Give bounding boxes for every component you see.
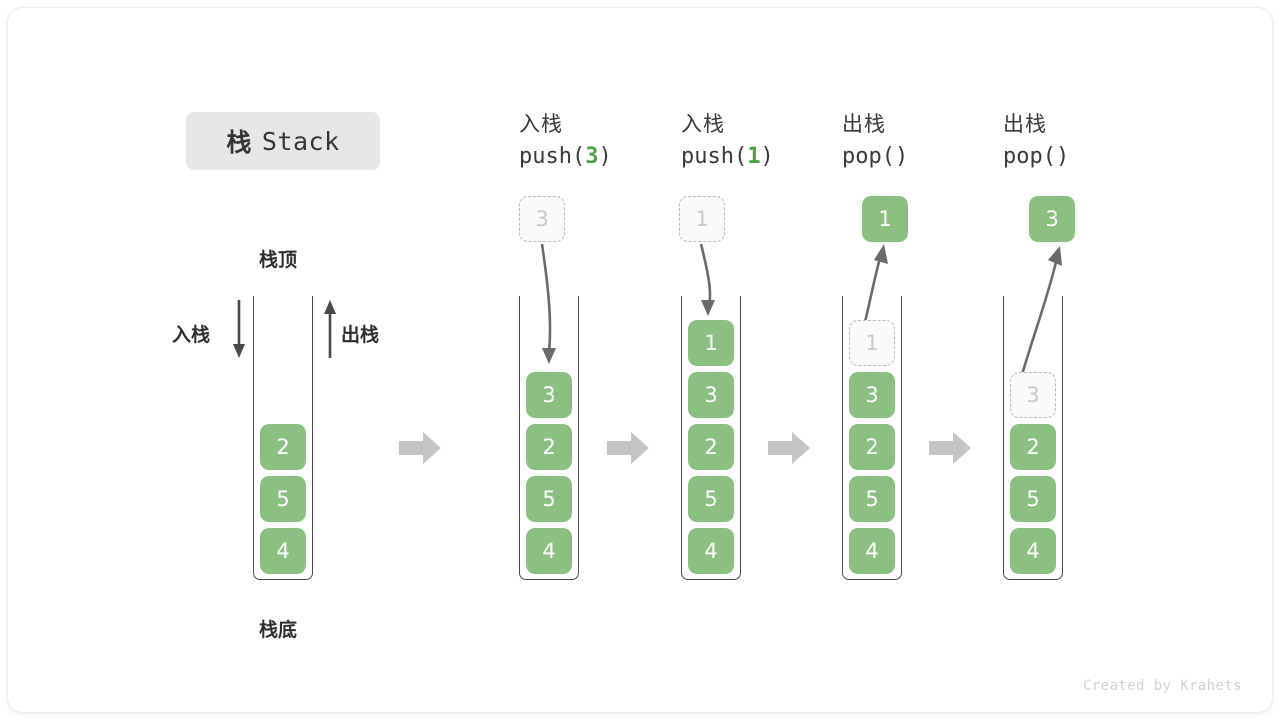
stack-container-pop-3 xyxy=(1003,296,1063,580)
stage-header-push-3: 入栈 push(3) xyxy=(519,108,679,169)
stack-cell-ghost: 3 xyxy=(1010,372,1056,418)
push-direction-arrow xyxy=(233,300,245,358)
stage-header-pop-3: 出栈 pop() xyxy=(1003,108,1163,169)
figure-title: 栈 Stack xyxy=(186,112,380,170)
stack-cell: 3 xyxy=(526,372,572,418)
stack-container-push-1 xyxy=(681,296,741,580)
stage-transition-arrow xyxy=(607,432,649,464)
popped-value-cell: 3 xyxy=(1029,196,1075,242)
stage-header-push-1: 入栈 push(1) xyxy=(681,108,841,169)
stage-header-code: push(1) xyxy=(681,144,774,169)
figure-title-cn: 栈 xyxy=(226,129,252,157)
stack-cell: 4 xyxy=(849,528,895,574)
stack-cell: 4 xyxy=(526,528,572,574)
stack-cell: 2 xyxy=(688,424,734,470)
pop-direction-label: 出栈 xyxy=(341,325,380,346)
stage-transition-arrow xyxy=(929,432,971,464)
stack-container-pop-1 xyxy=(842,296,902,580)
pop-direction-arrow xyxy=(324,300,336,358)
stage-header-cn: 入栈 xyxy=(519,113,563,136)
stack-container-push-3 xyxy=(519,296,579,580)
stack-cell: 2 xyxy=(260,424,306,470)
stack-container-initial xyxy=(253,296,313,580)
stage-header-code: push(3) xyxy=(519,144,612,169)
figure-credit: Created by Krahets xyxy=(1083,678,1242,694)
stage-header-code: pop() xyxy=(842,144,909,169)
stage-header-cn: 入栈 xyxy=(681,113,725,136)
stack-cell: 4 xyxy=(260,528,306,574)
stack-cell: 2 xyxy=(849,424,895,470)
stage-transition-arrow xyxy=(399,432,441,464)
stage-transition-arrow xyxy=(768,432,810,464)
incoming-value-ghost: 3 xyxy=(519,196,565,242)
stack-cell-ghost: 1 xyxy=(849,320,895,366)
stack-bottom-label: 栈底 xyxy=(259,620,298,641)
stack-cell: 3 xyxy=(688,372,734,418)
stage-header-cn: 出栈 xyxy=(1003,113,1047,136)
stack-cell: 4 xyxy=(1010,528,1056,574)
stack-cell: 5 xyxy=(1010,476,1056,522)
stack-cell: 3 xyxy=(849,372,895,418)
stack-cell: 5 xyxy=(260,476,306,522)
stage-header-code: pop() xyxy=(1003,144,1070,169)
stack-cell: 4 xyxy=(688,528,734,574)
popped-value-cell: 1 xyxy=(862,196,908,242)
stack-cell: 5 xyxy=(849,476,895,522)
figure-title-en: Stack xyxy=(261,126,340,156)
stack-cell: 5 xyxy=(526,476,572,522)
incoming-value-ghost: 1 xyxy=(679,196,725,242)
stack-cell: 5 xyxy=(688,476,734,522)
stack-cell: 1 xyxy=(688,320,734,366)
push-direction-label: 入栈 xyxy=(172,325,211,346)
stage-header-cn: 出栈 xyxy=(842,113,886,136)
stack-cell: 2 xyxy=(526,424,572,470)
stack-top-label: 栈顶 xyxy=(259,250,298,271)
stage-header-pop-1: 出栈 pop() xyxy=(842,108,1002,169)
stack-cell: 2 xyxy=(1010,424,1056,470)
